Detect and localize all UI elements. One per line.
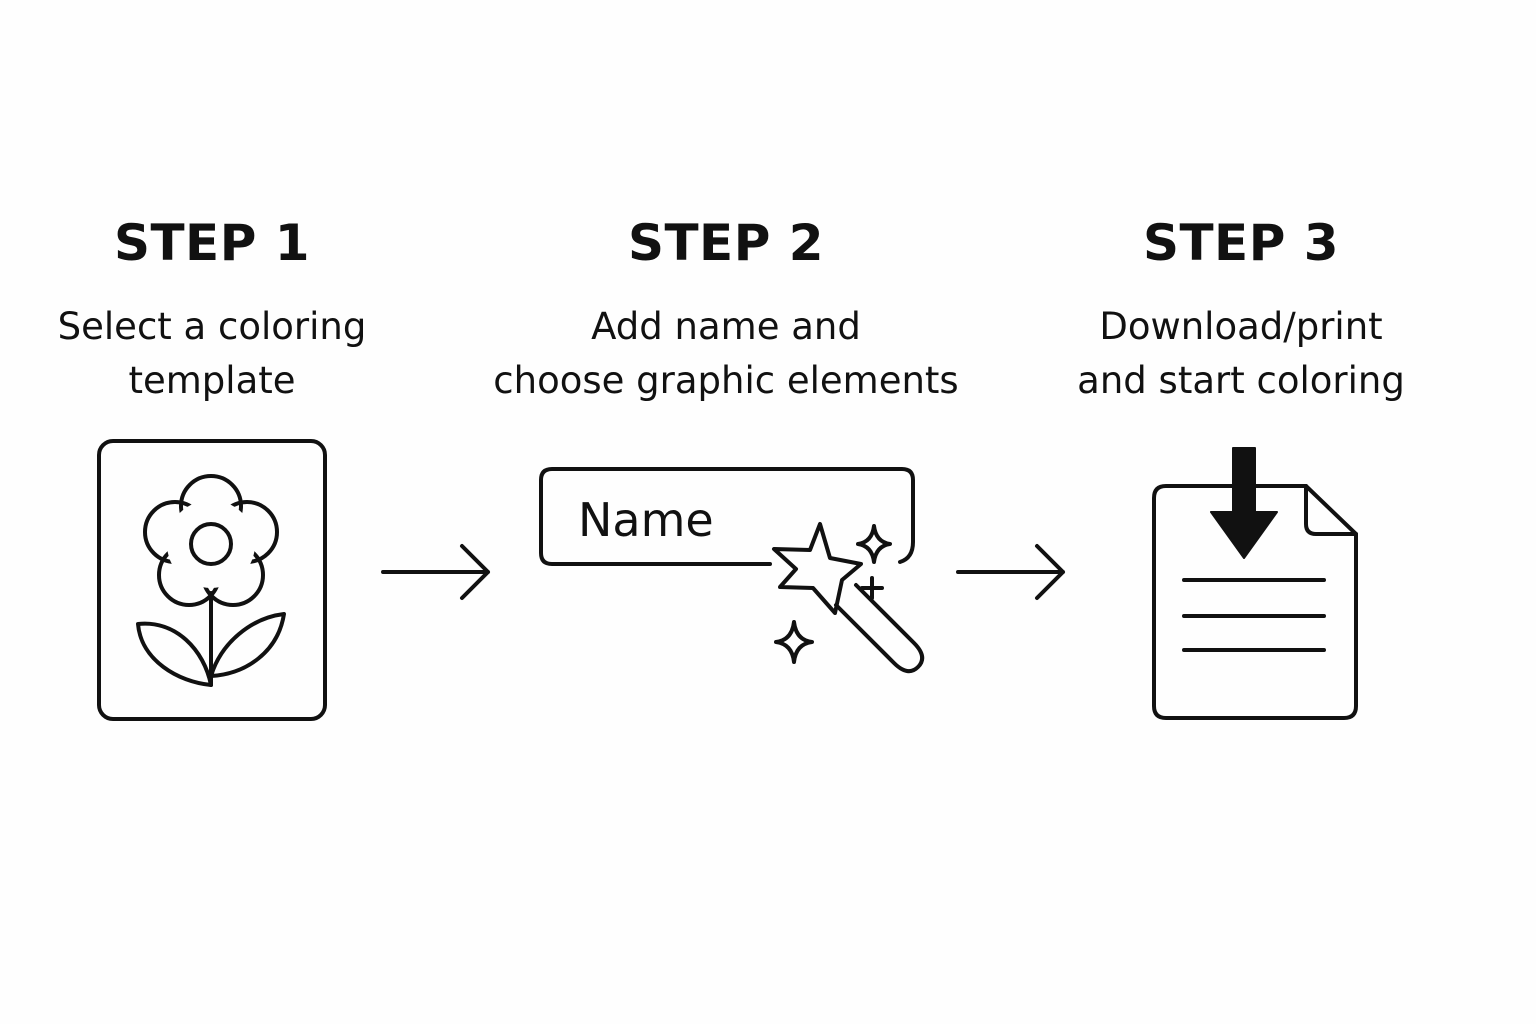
step-3-description-line-2: and start coloring — [1077, 359, 1405, 402]
step-2-description: Add name and choose graphic elements — [466, 300, 986, 408]
flower-leaf-right — [209, 612, 286, 678]
download-document-icon — [1152, 447, 1358, 720]
arrow-right-icon — [956, 544, 1065, 600]
sparkle-icon-large — [856, 524, 892, 564]
flower-leaf-left — [136, 621, 213, 687]
step-3-description-line-1: Download/print — [1099, 305, 1383, 348]
step-1-description-line-1: Select a coloring — [57, 305, 367, 348]
sparkle-icon-bottom — [774, 620, 814, 664]
step-2-description-line-2: choose graphic elements — [493, 359, 959, 402]
sparkle-icon-small — [860, 576, 884, 600]
document-folded-corner — [1304, 484, 1358, 536]
step-1-description: Select a coloring template — [0, 300, 472, 408]
flower-center — [189, 522, 233, 566]
step-3-title: STEP 3 — [1142, 214, 1340, 272]
name-field-text: Name — [578, 493, 714, 547]
template-page-frame — [97, 439, 327, 721]
flower-center-mask — [167, 500, 255, 588]
wand-stick — [834, 583, 925, 674]
flower-template-icon — [97, 439, 327, 721]
wand-star — [772, 522, 863, 615]
arrow-right-icon — [381, 544, 490, 600]
name-input-box — [539, 467, 915, 566]
step-1-description-line-2: template — [128, 359, 296, 402]
download-arrow-icon — [1210, 447, 1278, 559]
name-field-illustration: Name — [539, 467, 925, 674]
step-1-title: STEP 1 — [113, 214, 311, 272]
step-3-description: Download/print and start coloring — [981, 300, 1501, 408]
magic-wand-icon — [772, 522, 925, 674]
document-outline — [1152, 484, 1358, 720]
step-2-title: STEP 2 — [627, 214, 825, 272]
step-2-description-line-1: Add name and — [591, 305, 861, 348]
